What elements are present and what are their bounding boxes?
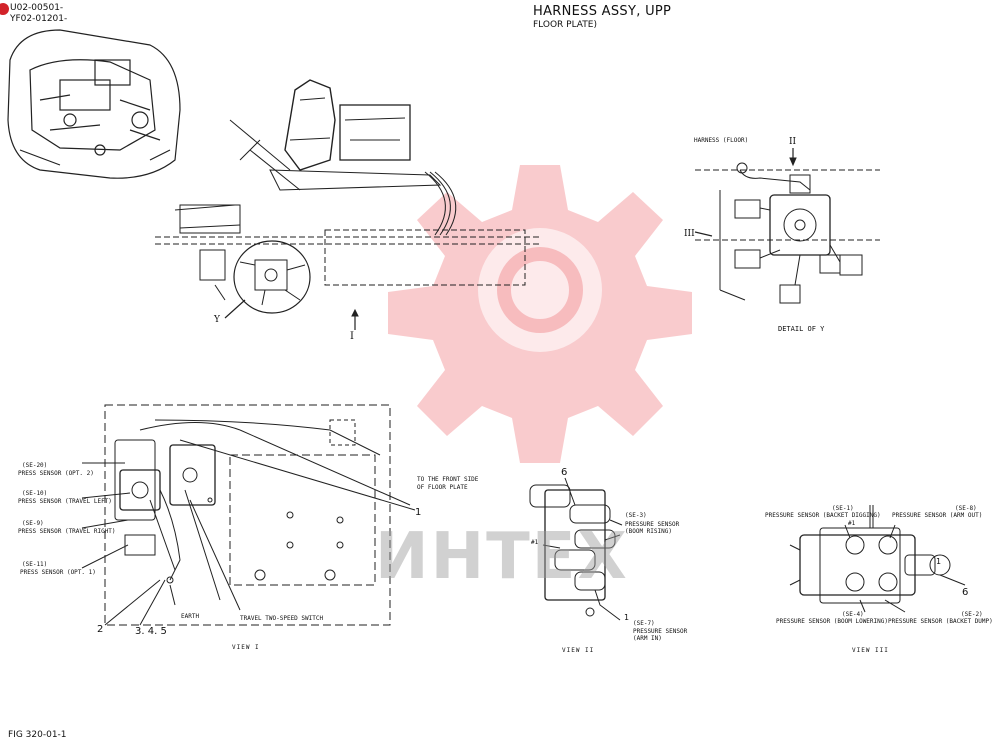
- se1-desc: PRESSURE SENSOR (BACKET DIGGING): [765, 512, 881, 519]
- se2-desc: PRESSURE SENSOR (BACKET DUMP): [888, 618, 993, 625]
- se20-code: (SE-20): [22, 462, 48, 469]
- part-code-1: U02-00501-: [10, 3, 64, 13]
- se1-code: (SE-1): [832, 505, 854, 512]
- view2-ref-6: 6: [561, 467, 568, 478]
- view3-ref-6: 6: [962, 587, 969, 598]
- travel-switch-label: TRAVEL TWO-SPEED SWITCH: [240, 615, 324, 622]
- se11-desc: PRESS SENSOR (OPT. 1): [20, 569, 96, 576]
- se9-desc: PRESS SENSOR (TRAVEL RIGHT): [18, 528, 116, 535]
- se3-desc: PRESSURE SENSOR (BOOM RISING): [625, 521, 680, 535]
- se10-code: (SE-10): [22, 490, 48, 497]
- detail-marker-iii: III: [684, 229, 695, 239]
- detail-y-caption: DETAIL OF Y: [778, 325, 825, 333]
- view3-mark-1: #1: [848, 520, 856, 527]
- se8-desc: PRESSURE SENSOR (ARM OUT): [892, 512, 983, 519]
- view1-ref-1: 1: [415, 507, 422, 518]
- detail-marker-y: Y: [214, 315, 220, 325]
- detail-y-drawing: [694, 148, 880, 304]
- harness-floor-label: HARNESS (FLOOR): [694, 137, 749, 144]
- earth-label: EARTH: [181, 613, 200, 620]
- machine-overview: [7, 29, 181, 179]
- watermark-text: ИНТЕХ: [375, 520, 629, 594]
- detail-marker-ii: II: [789, 137, 797, 147]
- se11-code: (SE-11): [22, 561, 48, 568]
- se3-code: (SE-3): [625, 512, 647, 519]
- view-3-drawing: [789, 505, 966, 613]
- page-title: HARNESS ASSY, UPP: [533, 4, 672, 19]
- part-code-2: YF02-01201-: [10, 14, 68, 24]
- front-side-note: TO THE FRONT SIDE OF FLOOR PLATE: [417, 476, 479, 491]
- figure-number: FIG 320-01-1: [8, 730, 67, 740]
- watermark-gear-hole: [478, 228, 602, 352]
- floor-assembly-top-view: [155, 79, 540, 330]
- se4-code: (SE-4): [842, 611, 864, 618]
- se8-code: (SE-8): [955, 505, 977, 512]
- view1-ref-345: 3. 4. 5: [135, 626, 167, 637]
- se10-desc: PRESS SENSOR (TRAVEL LEFT): [18, 498, 112, 505]
- se4-desc: PRESSURE SENSOR (BOOM LOWERING): [776, 618, 888, 625]
- corner-mark-icon: [0, 3, 9, 15]
- se7-desc: PRESSURE SENSOR (ARM IN): [633, 628, 688, 642]
- view2-ref-1: 1: [624, 613, 630, 622]
- view-1-caption: VIEW I: [232, 644, 260, 651]
- view2-mark-1: #1: [531, 539, 539, 546]
- view-2-caption: VIEW II: [562, 647, 595, 654]
- view3-ref-1: 1: [936, 557, 942, 566]
- se9-code: (SE-9): [22, 520, 44, 527]
- se2-code: (SE-2): [961, 611, 983, 618]
- view-3-caption: VIEW III: [852, 647, 889, 654]
- watermark-gear-ring: [497, 247, 583, 333]
- view-1-drawing: [81, 404, 416, 626]
- se20-desc: PRESS SENSOR (OPT. 2): [18, 470, 94, 477]
- view-2-drawing: [529, 477, 623, 621]
- view-arrow-label-i: I: [350, 331, 354, 342]
- se7-code: (SE-7): [633, 620, 655, 627]
- view1-ref-2: 2: [97, 624, 104, 635]
- page-subtitle: FLOOR PLATE): [533, 20, 597, 30]
